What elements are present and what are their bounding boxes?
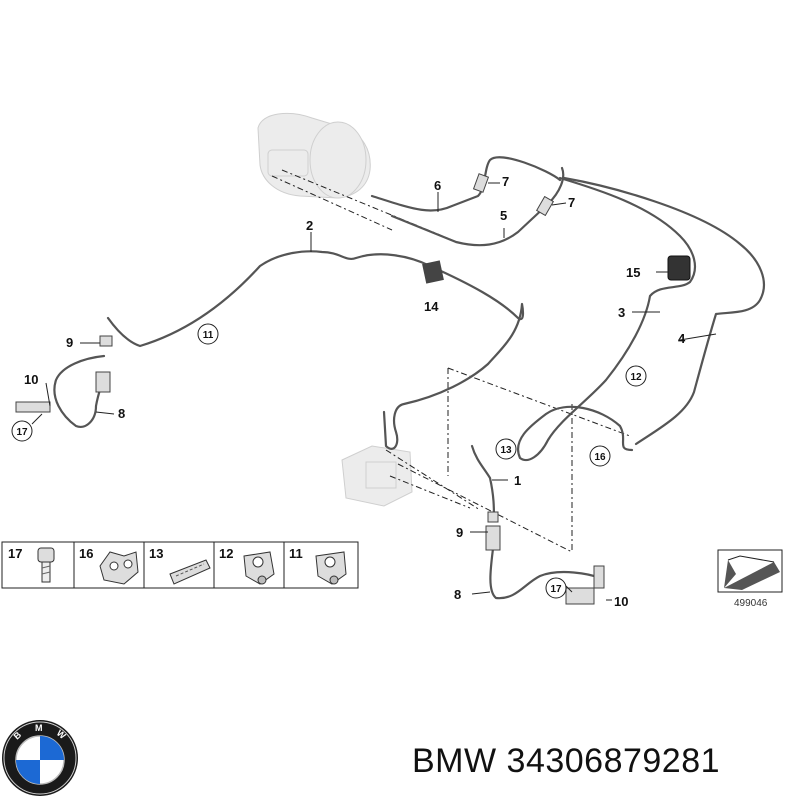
- callout-3: 3: [618, 305, 625, 320]
- callout-14: 14: [424, 299, 439, 314]
- circled-13: 13: [500, 445, 512, 456]
- callout-9-left: 9: [66, 335, 73, 350]
- circled-17-left: 17: [16, 427, 28, 438]
- pipe-6: [370, 156, 562, 212]
- circled-callouts: 11 12 13 16 17 17: [11, 323, 647, 599]
- circled-12: 12: [630, 372, 642, 383]
- abs-unit: [341, 445, 413, 507]
- pipe-1: [470, 444, 496, 522]
- brake-pipes: [53, 156, 765, 600]
- part-caption: BMW 34306879281: [412, 742, 721, 780]
- pipe-2: [106, 250, 525, 450]
- callout-10-left: 10: [24, 372, 38, 387]
- parts-legend: 17 16 13 12 11: [1, 541, 359, 589]
- legend-label-11: 11: [289, 546, 303, 561]
- hose-8-right: [489, 538, 602, 600]
- brake-booster: [257, 112, 371, 199]
- callout-7-lower: 7: [568, 195, 575, 210]
- legend-label-16: 16: [79, 546, 93, 561]
- fittings: [15, 173, 691, 605]
- callout-10-right: 10: [614, 594, 628, 609]
- circled-11: 11: [203, 330, 214, 341]
- connection-lines: [271, 169, 631, 553]
- bmw-logo-icon: B M W: [2, 720, 78, 796]
- callout-numbers: 1 2 3 4 5 6 7 7 8 8 9 9 10 10 14 15: [24, 174, 686, 609]
- pipe-3: [517, 176, 697, 462]
- callout-8-right: 8: [454, 587, 461, 602]
- pipe-4: [562, 176, 765, 446]
- circled-16: 16: [594, 452, 606, 463]
- svg-text:M: M: [35, 723, 43, 733]
- callout-6: 6: [434, 178, 441, 193]
- callout-15: 15: [626, 265, 640, 280]
- callout-7-upper: 7: [502, 174, 509, 189]
- callout-9-right: 9: [456, 525, 463, 540]
- callout-8-left: 8: [118, 406, 125, 421]
- callout-5: 5: [500, 208, 507, 223]
- legend-label-12: 12: [219, 546, 233, 561]
- svg-text:B: B: [12, 729, 24, 741]
- leader-lines: [31, 182, 717, 601]
- reference-number: 499046: [734, 598, 768, 609]
- single-clip-icon: [243, 551, 275, 585]
- callout-1: 1: [514, 473, 521, 488]
- reference-arrow-icon: [717, 549, 783, 593]
- bolt-icon: [37, 547, 55, 583]
- circled-17-right: 17: [550, 584, 562, 595]
- legend-label-13: 13: [149, 546, 163, 561]
- callout-4: 4: [678, 331, 686, 346]
- hose-8-left: [53, 354, 106, 428]
- pipe-clip-strip-icon: [169, 559, 211, 585]
- legend-label-17: 17: [8, 546, 22, 561]
- holder-clip-icon: [315, 551, 347, 585]
- callout-2: 2: [306, 218, 313, 233]
- double-clip-icon: [99, 551, 139, 585]
